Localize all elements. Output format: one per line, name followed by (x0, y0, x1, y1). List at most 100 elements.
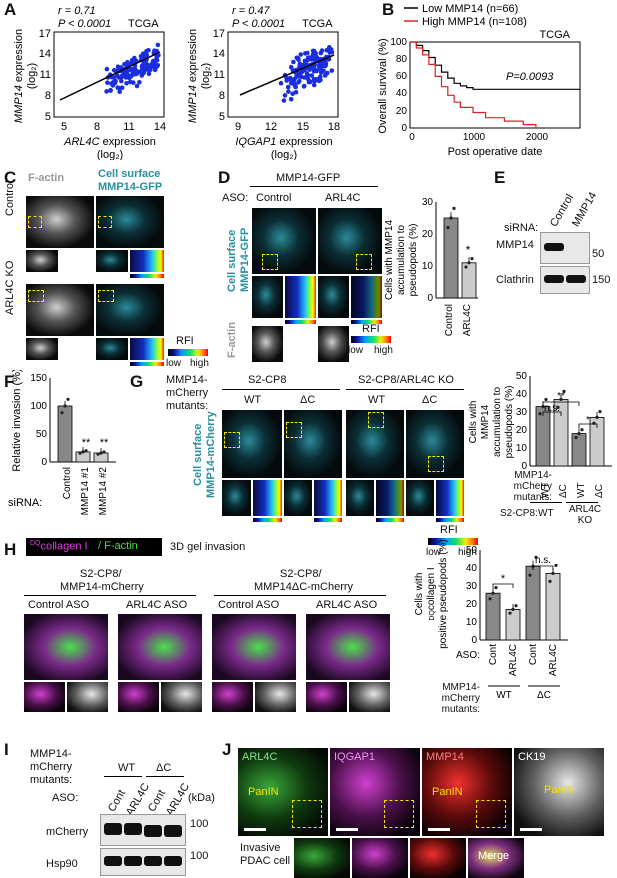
scatter2-fit-line (239, 54, 335, 96)
g-grp1-line (222, 389, 340, 390)
scatter-point (318, 70, 324, 75)
scatter-point (317, 66, 323, 72)
j-zoom-magenta (352, 838, 408, 878)
j-scale-bar (428, 828, 450, 831)
d-rfi-title: RFI (362, 323, 380, 335)
h-grp1-line (24, 595, 196, 596)
g-ytick: 40 (516, 389, 528, 400)
data-point (562, 389, 566, 393)
d-header: MMP14-GFP (276, 172, 341, 184)
d-ytick: 0 (427, 293, 433, 304)
c-ko-factin-zoom (26, 338, 58, 360)
g-roi-box (286, 422, 302, 438)
h-zoom-gray (349, 682, 390, 712)
g-ko-dc-image (406, 410, 464, 478)
j-zoom-merge: Merge (468, 838, 524, 878)
h-title-collagen: DQcollagen I (30, 540, 88, 553)
scatter1-ylabel: MMP14 expression (13, 29, 25, 123)
h-col: Control ASO (218, 599, 280, 611)
survival-xtick: 1000 (463, 132, 486, 143)
panel-a-label: A (4, 0, 17, 19)
j-merge-label: Merge (478, 850, 510, 862)
e-blot-mmp14 (540, 232, 590, 264)
c-roi-box (98, 216, 112, 228)
d-bar-chart: Cells with MMP14 accumulation to pseudop… (384, 197, 478, 336)
d-star: * (466, 243, 471, 257)
data-point (548, 579, 552, 583)
scatter1-xunit: (log₂) (97, 149, 123, 160)
d-rfi-low: low (348, 345, 364, 356)
data-point (556, 405, 560, 409)
scatter-point (304, 71, 310, 76)
g-sig-ns: n.s. (544, 403, 560, 414)
d-arl4c-surface-image (318, 208, 382, 274)
h-zoom-magenta (212, 682, 253, 712)
h-sig-bracket (532, 565, 554, 570)
survival-xlabel: Post operative date (448, 146, 543, 158)
scatter2-ytick: 17 (213, 28, 225, 40)
g-grp-line (530, 502, 562, 503)
j-roi-box (476, 800, 506, 828)
d-rfi-high: high (374, 345, 393, 356)
survival-xtick: 0 (409, 132, 415, 143)
scatter-point (297, 78, 302, 84)
c-rfi-bar (130, 362, 164, 366)
e-row1: MMP14 (496, 239, 534, 251)
j-inv2: PDAC cell (240, 855, 291, 867)
j-roi-box (292, 800, 322, 828)
i-blot-mcherry (100, 814, 186, 846)
scatter-point (281, 98, 287, 103)
data-point (559, 397, 563, 401)
f-ytick: 50 (36, 429, 48, 440)
bar (57, 405, 73, 463)
c-roi-box (98, 290, 114, 302)
scatter-point (293, 89, 299, 95)
j-scale-bar (244, 828, 266, 831)
scatter-point (143, 62, 148, 68)
data-point (488, 597, 492, 601)
bar (571, 433, 587, 467)
d-roi-box (262, 254, 278, 270)
scatter-point (104, 89, 109, 94)
h-grp1a: S2-CP8/ (80, 568, 122, 580)
g-rfi-bar (436, 518, 464, 522)
j-ch-label: IQGAP1 (334, 751, 375, 763)
g-col: WT (244, 394, 262, 406)
h-col: ARL4C ASO (316, 599, 378, 611)
i-band (144, 856, 162, 866)
e-mw1: 50 (592, 248, 605, 260)
scatter2-ytick: 5 (219, 111, 225, 123)
i-dc: ΔC (156, 762, 172, 774)
h-image (24, 614, 108, 680)
i-mw2: 100 (190, 850, 209, 862)
scatter2-r: r = 0.47 (232, 5, 270, 17)
survival-ylabel: Overall survival (%) (377, 38, 389, 133)
i-band (144, 825, 162, 837)
d-aso-label: ASO: (222, 192, 249, 204)
h-ytick: 30 (466, 581, 478, 592)
g-ytick: 20 (516, 425, 528, 436)
panel-j-label: J (222, 740, 232, 759)
d-bars (443, 206, 477, 299)
g-xcat: ΔC (594, 484, 605, 498)
h-sig: n.s. (535, 555, 551, 566)
scatter-point (137, 80, 142, 85)
h-grp2-line (214, 595, 386, 596)
e-row2: Clathrin (496, 274, 534, 286)
h-zoom-gray (161, 682, 202, 712)
data-point (81, 450, 85, 454)
d-arl4c-factin (318, 326, 349, 362)
scatter-point (105, 80, 110, 85)
scatter-point (309, 73, 315, 78)
g-mut3: mutants: (166, 400, 209, 412)
h-image (118, 614, 202, 680)
scatter-point (322, 73, 328, 78)
j-ch-label: ARL4C (242, 751, 278, 763)
panel-g-label: G (130, 372, 144, 391)
j-panin: PanIN (432, 786, 463, 798)
h-wt: WT (496, 690, 512, 701)
scatter-point (146, 71, 152, 76)
data-point (464, 265, 468, 269)
bar (461, 262, 477, 299)
h-xcat: ARL4C (508, 644, 519, 676)
